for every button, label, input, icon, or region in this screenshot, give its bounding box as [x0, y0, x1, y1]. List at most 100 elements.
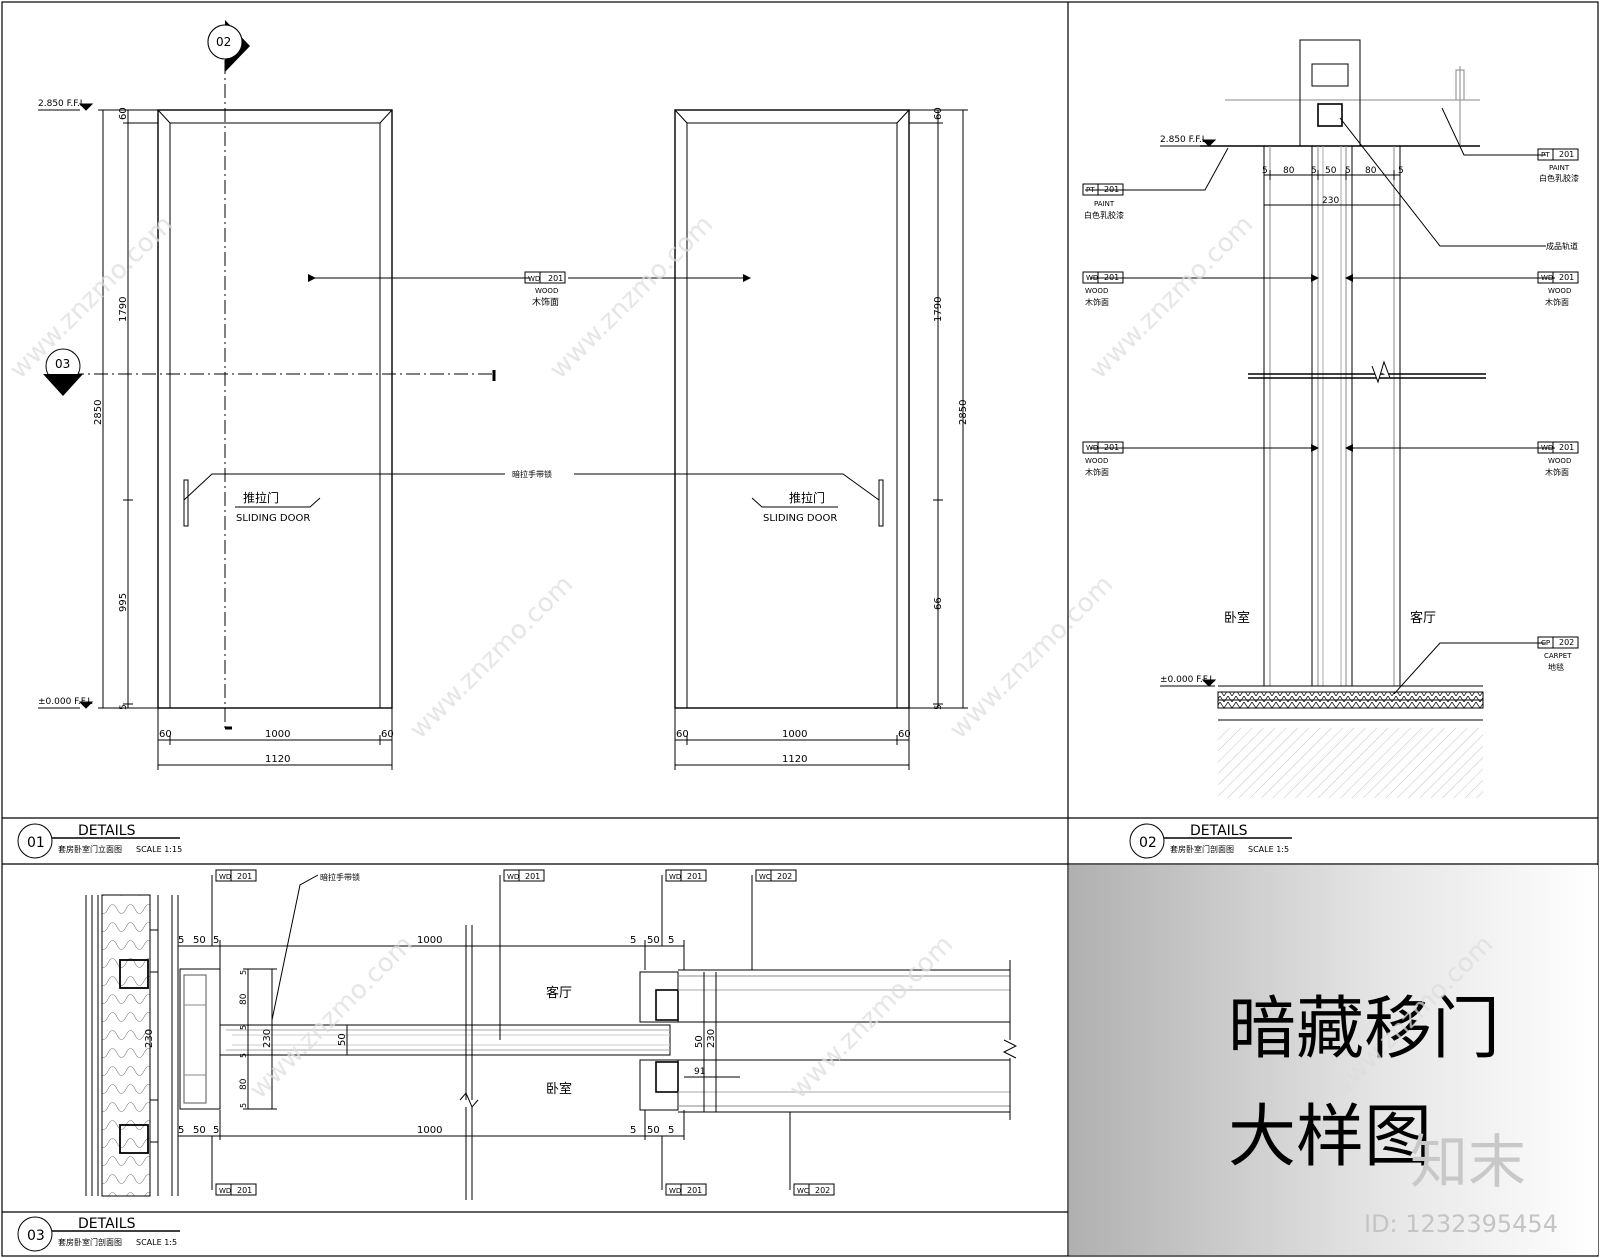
dim-03-lt-5b: 5: [213, 935, 219, 946]
dim-03-v80b: 80: [239, 1078, 249, 1090]
wc-num-03a: 202: [777, 872, 792, 881]
dim-03-230-right: 230: [706, 1029, 717, 1048]
dim-03-v5a: 5: [239, 970, 248, 975]
callout-02-num: 02: [1139, 835, 1157, 851]
dim-03-lb-5a: 5: [178, 1125, 184, 1136]
wd-cn-01: 木饰面: [532, 296, 559, 308]
dim-995-left: 995: [118, 593, 129, 612]
dim-1790-left: 1790: [118, 297, 129, 322]
wd-num-03b: 201: [525, 872, 540, 881]
dim-03-230-jamb: 230: [262, 1029, 273, 1048]
wd-name-02a: WOOD: [1085, 287, 1108, 295]
dim-03-lb-5b: 5: [213, 1125, 219, 1136]
dim-03-lb-50: 50: [193, 1125, 206, 1136]
lock-note-01: 暗拉手带锁: [512, 469, 552, 479]
pt-cn-right: 白色乳胶漆: [1539, 173, 1579, 183]
dim-03-rt-50: 50: [647, 935, 660, 946]
wd-code-02c: WD: [1086, 444, 1098, 452]
dim-2850-left: 2850: [93, 400, 104, 425]
pt-num-right: 201: [1559, 150, 1574, 159]
cp-num: 202: [1559, 638, 1574, 647]
wd-num-02d: 201: [1559, 443, 1574, 452]
dim-03-50-leaf: 50: [337, 1033, 348, 1046]
callout-03-num: 03: [27, 1228, 45, 1244]
panel-02-labels: 2.850 F.F.L ±0.000 F.F.L 5 80 5 50 5 80 …: [1084, 135, 1579, 685]
dim-60-left: 60: [118, 107, 129, 120]
callout-03-subtitle: 套房卧室门剖面图: [58, 1237, 122, 1247]
room-living-02: 客厅: [1410, 610, 1436, 626]
dim-03-lt-50: 50: [193, 935, 206, 946]
title-line-1: 暗藏移门: [1228, 990, 1500, 1069]
wc-num-03b: 202: [815, 1186, 830, 1195]
panel-03-section: [85, 869, 1018, 1200]
dim-60-bl: 60: [159, 729, 172, 740]
pt-name-left: PAINT: [1094, 200, 1115, 208]
watermark-5: www.znzmo.com: [944, 570, 1119, 745]
dim-60-br: 60: [676, 729, 689, 740]
callout-03-heading: DETAILS: [78, 1216, 136, 1232]
dim-66-right: 66: [933, 597, 944, 610]
room-bedroom-03: 卧室: [546, 1081, 572, 1097]
dim-03-1000-top: 1000: [417, 935, 442, 946]
wd-code-02a: WD: [1086, 274, 1098, 282]
wd-code-03c: WD: [669, 873, 681, 881]
wd-name-02b: WOOD: [1548, 287, 1571, 295]
dim-1000-br: 1000: [782, 729, 807, 740]
detail-callout-03: 03 DETAILS 套房卧室门剖面图 SCALE 1:5: [17, 1216, 180, 1252]
wc-code-03b: WC: [797, 1187, 809, 1195]
dim-03-1000-bottom: 1000: [417, 1125, 442, 1136]
wd-num-01: 201: [548, 274, 563, 283]
wd-code-03e: WD: [669, 1187, 681, 1195]
wd-code-02d: WD: [1541, 444, 1553, 452]
dim-02-230: 230: [1322, 196, 1339, 206]
wc-code-03a: WC: [759, 873, 771, 881]
wd-num-03e: 201: [687, 1186, 702, 1195]
wd-num-03c: 201: [687, 872, 702, 881]
callout-02-scale: SCALE 1:5: [1248, 845, 1289, 854]
dim-02-80b: 80: [1365, 166, 1377, 176]
pt-code-left: PT: [1086, 186, 1095, 194]
cp-name: CARPET: [1544, 652, 1572, 660]
dim-03-rt-5a: 5: [630, 935, 636, 946]
marker-02-label: 02: [216, 35, 231, 49]
wd-num-03d: 201: [237, 1186, 252, 1195]
dim-2850-right: 2850: [958, 400, 969, 425]
id-label: ID: 1232395454: [1364, 1210, 1558, 1238]
marker-03-label: 03: [55, 357, 70, 371]
track-note: 成品轨道: [1546, 241, 1578, 251]
dim-03-v5c: 5: [239, 1053, 248, 1058]
watermark-3: www.znzmo.com: [1084, 210, 1259, 385]
wd-code-02b: WD: [1541, 274, 1553, 282]
cp-code: CP: [1541, 639, 1550, 647]
wd-code-03d: WD: [219, 1187, 231, 1195]
title-line-2: 大样图: [1228, 1098, 1432, 1177]
detail-callout-01: 01 DETAILS 套房卧室门立面图 SCALE 1:15: [17, 823, 182, 859]
callout-01-scale: SCALE 1:15: [136, 845, 182, 854]
dim-02-5c: 5: [1345, 166, 1351, 176]
callout-03-scale: SCALE 1:5: [136, 1238, 177, 1247]
room-bedroom-02: 卧室: [1224, 610, 1250, 626]
wd-code-03b: WD: [507, 873, 519, 881]
panel-03-labels: WD 201 暗拉手带锁 WD 201 WD 201 WC 202 WD 201…: [144, 872, 830, 1195]
lock-note-03: 暗拉手带锁: [320, 872, 360, 882]
panel-01-elevation: [38, 20, 968, 770]
title-block: 暗藏移门 大样图 知末 ID: 1232395454: [1228, 990, 1558, 1238]
dim-5-right: 5: [934, 704, 944, 710]
watermark-4: www.znzmo.com: [404, 570, 579, 745]
wd-num-02a: 201: [1104, 273, 1119, 282]
dim-03-lt-5a: 5: [178, 935, 184, 946]
dim-1000-bl: 1000: [265, 729, 290, 740]
dim-02-5a: 5: [1262, 166, 1268, 176]
panel-02-section: [1082, 39, 1579, 798]
dim-60-right: 60: [933, 107, 944, 120]
wd-code-01: WD: [528, 275, 540, 283]
dim-03-50-right: 50: [694, 1035, 705, 1048]
level-top-left: 2.850 F.F.L: [38, 99, 85, 109]
wd-num-02c: 201: [1104, 443, 1119, 452]
watermark-7: www.znzmo.com: [784, 930, 959, 1105]
callout-02-heading: DETAILS: [1190, 823, 1248, 839]
title-block-bg: [1069, 865, 1598, 1255]
watermark-6: www.znzmo.com: [244, 930, 419, 1105]
